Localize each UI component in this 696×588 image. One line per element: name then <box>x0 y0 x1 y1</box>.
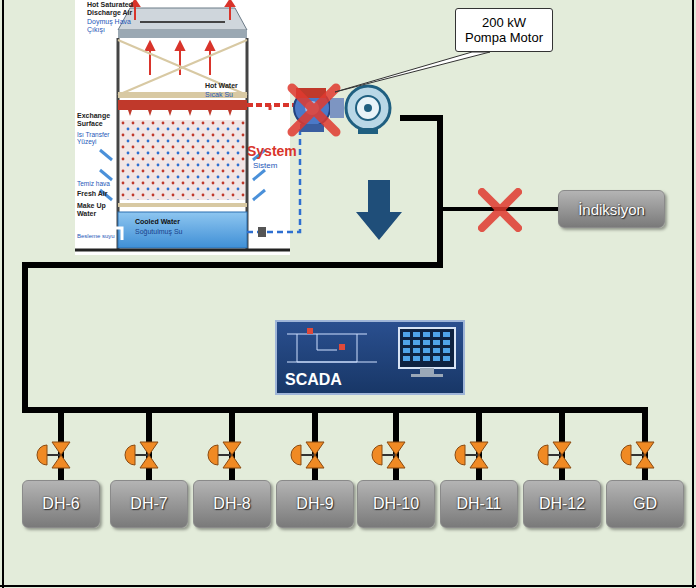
tower-label: Cooled Water <box>135 218 195 226</box>
box-label: DH-6 <box>42 495 79 513</box>
pipe-line <box>25 118 440 480</box>
valve-symbol <box>372 442 405 468</box>
valve-symbol <box>125 442 158 468</box>
tower-label: Isı Transfer Yüzeyi <box>77 131 117 145</box>
pipe-line <box>25 118 440 480</box>
pipe-line <box>400 118 558 209</box>
valve-symbol <box>291 442 324 468</box>
cooling-tower: Hot Saturated Discharge AirDoymuş Hava Ç… <box>75 0 400 255</box>
tower-label: System <box>247 144 307 159</box>
tower-label: Sıcak Su <box>205 91 265 99</box>
box-label: DH-11 <box>456 495 501 513</box>
pipe-line <box>25 118 479 480</box>
tower-label: Besleme suyu <box>77 233 117 240</box>
box-label: DH-9 <box>296 495 333 513</box>
pipe-line <box>25 118 440 480</box>
scada-panel: SCADA <box>275 320 465 395</box>
valve-symbol <box>37 442 70 468</box>
tower-label: Hot Saturated Discharge Air <box>87 1 159 16</box>
tower-label: Temiz hava <box>77 180 117 187</box>
box-label: DH-7 <box>130 495 167 513</box>
pipe-line <box>25 118 440 480</box>
box-label: GD <box>633 495 657 513</box>
consumer-box: DH-8 <box>193 480 271 528</box>
tower-label: Doymuş Hava Çıkışı <box>87 18 132 33</box>
tower-label: Exchange Surface <box>77 112 117 127</box>
valve-symbol <box>208 442 241 468</box>
consumer-box: DH-6 <box>22 480 100 528</box>
box-label: İndiksiyon <box>578 201 645 218</box>
pipe-line <box>25 118 645 480</box>
consumer-box: DH-9 <box>276 480 354 528</box>
box-label: DH-12 <box>539 495 585 513</box>
consumer-box: DH-12 <box>523 480 601 528</box>
indication-box: İndiksiyon <box>558 190 665 228</box>
valve-symbol <box>621 442 654 468</box>
callout-box: 200 kW Pompa Motor <box>455 8 553 52</box>
pipe-line <box>25 118 562 480</box>
callout-text: 200 kW Pompa Motor <box>464 15 544 45</box>
consumer-box: DH-7 <box>110 480 188 528</box>
tower-label: Soğutulmuş Su <box>135 228 195 236</box>
consumer-box: DH-10 <box>357 480 435 528</box>
consumer-box: GD <box>606 480 684 528</box>
tower-label: Hot Water <box>205 82 265 90</box>
consumer-box: DH-11 <box>440 480 518 528</box>
box-label: DH-10 <box>373 495 419 513</box>
valve-symbol <box>538 442 571 468</box>
tower-label: Fresh Air <box>77 190 117 198</box>
tower-label: Make Up Water <box>77 202 115 217</box>
box-label: DH-8 <box>213 495 250 513</box>
tower-label: Sistem <box>253 162 303 171</box>
valve-symbol <box>455 442 488 468</box>
cut-mark <box>482 192 518 228</box>
box-label: SCADA <box>285 371 342 389</box>
pipe-line <box>25 118 440 480</box>
